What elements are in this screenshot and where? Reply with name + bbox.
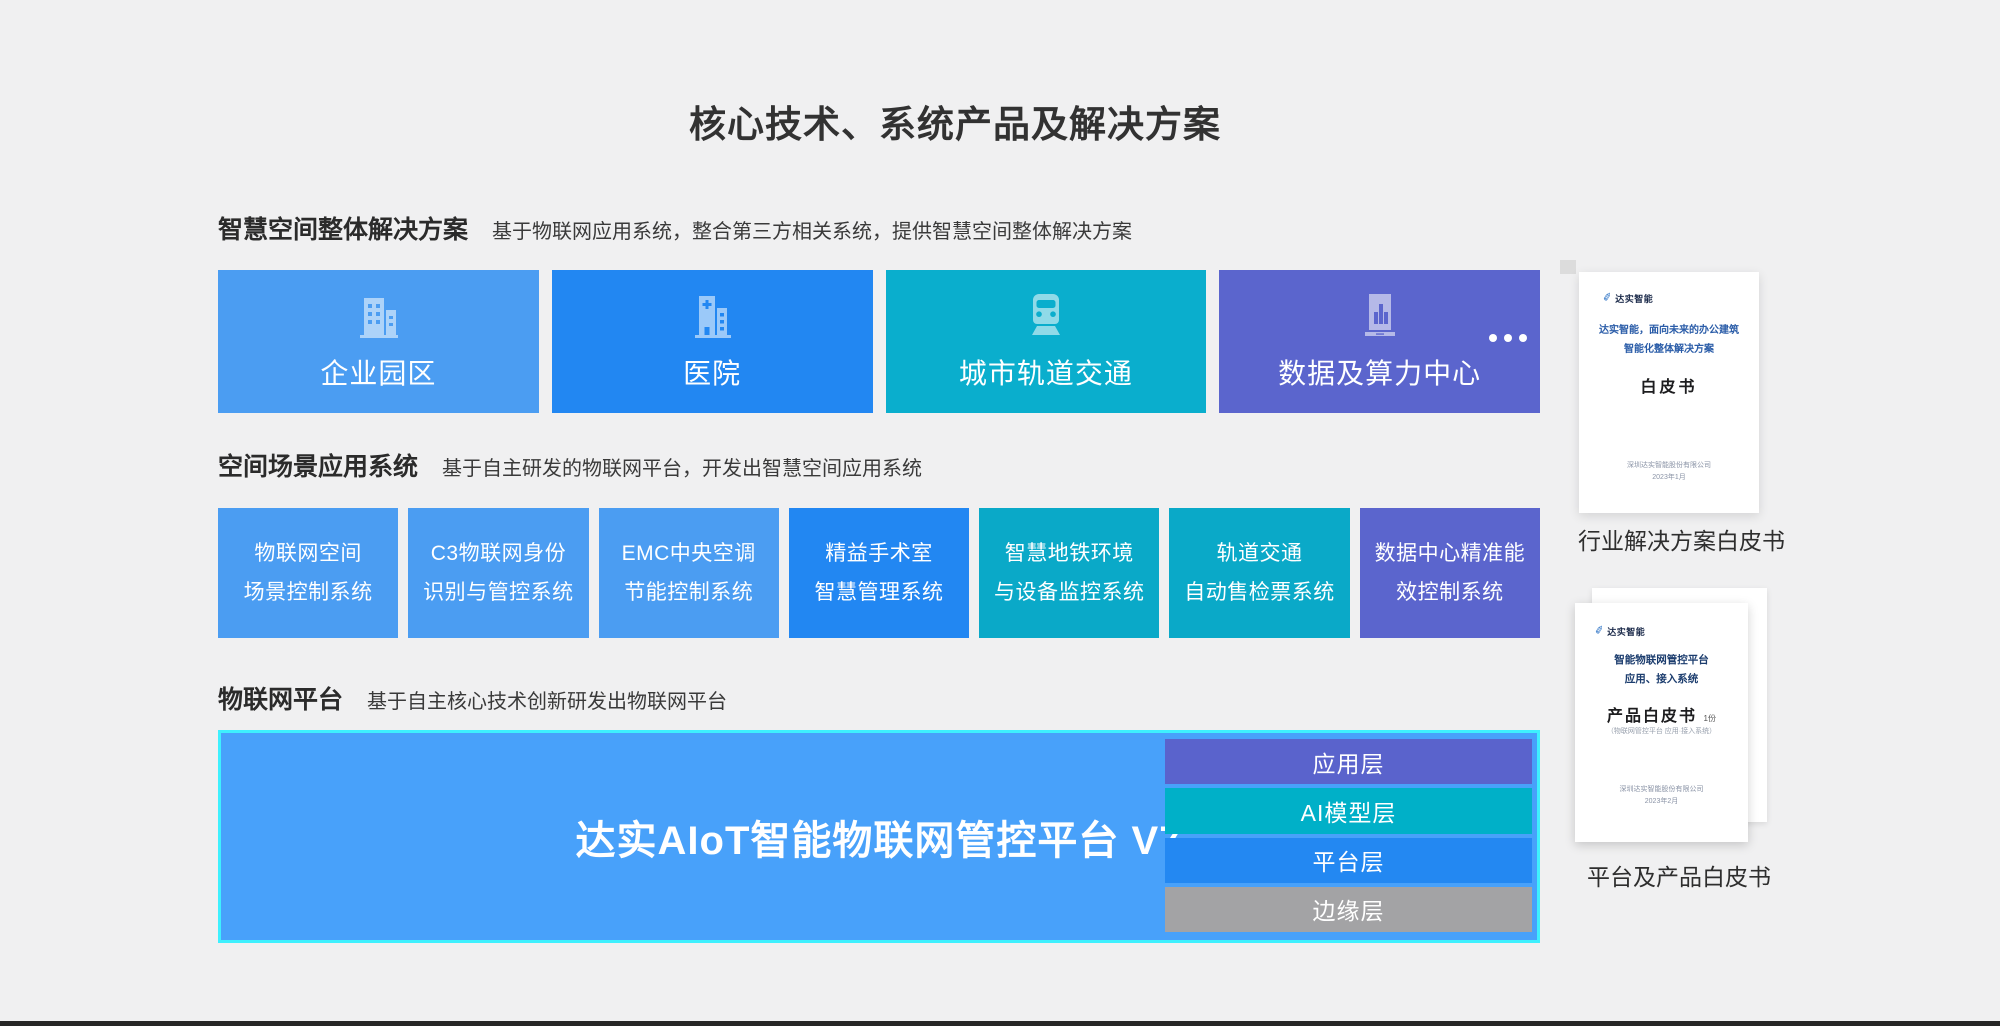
section-systems-title: 空间场景应用系统 xyxy=(218,453,419,481)
system-card-line2: 场景控制系统 xyxy=(243,581,373,604)
system-card-line2: 效控制系统 xyxy=(1396,581,1504,604)
whitepaper-industry-caption: 行业解决方案白皮书 xyxy=(1578,528,1785,554)
system-card-line2: 节能控制系统 xyxy=(624,581,754,604)
layer-edge: 边缘层 xyxy=(1165,886,1532,932)
solution-card-urban-rail[interactable]: 城市轨道交通 xyxy=(885,270,1207,413)
bottom-edge-bar xyxy=(0,1021,2000,1026)
system-card-line2: 智慧管理系统 xyxy=(814,581,944,604)
section-systems-header: 空间场景应用系统 基于自主研发的物联网平台，开发出智慧空间应用系统 xyxy=(218,447,922,483)
page-title: 核心技术、系统产品及解决方案 xyxy=(689,104,1221,145)
section-platform-title: 物联网平台 xyxy=(218,686,344,714)
ellipsis-icon xyxy=(1489,334,1527,342)
hospital-icon xyxy=(686,292,738,340)
doc-cover-footer: 深圳达实智能股份有限公司 2023年2月 xyxy=(1619,786,1704,805)
system-card-line1: 精益手术室 xyxy=(825,542,933,565)
doc-cover-footer: 深圳达实智能股份有限公司 2023年1月 xyxy=(1627,462,1711,481)
company-logo: ✐ 达实智能 xyxy=(1593,624,1646,638)
solution-card-label: 城市轨道交通 xyxy=(958,357,1133,389)
section-platform-subtitle: 基于自主核心技术创新研发出物联网平台 xyxy=(367,691,728,713)
system-card-datacenter-efficiency[interactable]: 数据中心精准能 效控制系统 xyxy=(1359,508,1540,638)
doc-cover-heading: 白皮书 xyxy=(1640,379,1698,396)
logo-pen-icon: ✐ xyxy=(1593,624,1606,638)
office-building-icon xyxy=(352,292,404,340)
doc-cover-title: 达实智能，面向未来的办公建筑 智能化整体解决方案 xyxy=(1599,325,1739,355)
section-systems-subtitle: 基于自主研发的物联网平台，开发出智慧空间应用系统 xyxy=(442,458,923,480)
metro-train-icon xyxy=(1020,292,1072,340)
solution-card-label: 数据及算力中心 xyxy=(1278,357,1482,389)
system-card-line1: 智慧地铁环境 xyxy=(1004,542,1134,565)
system-card-line2: 识别与管控系统 xyxy=(423,581,574,604)
section-solutions-title: 智慧空间整体解决方案 xyxy=(218,216,469,244)
doc-cover-title: 智能物联网管控平台 应用、接入系统 xyxy=(1614,654,1709,685)
logo-text: 达实智能 xyxy=(1615,294,1654,304)
platform-name: 达实AIoT智能物联网管控平台 V7 xyxy=(575,818,1183,863)
logo-pen-icon: ✐ xyxy=(1601,291,1614,305)
system-card-rail-ticketing[interactable]: 轨道交通 自动售检票系统 xyxy=(1169,508,1350,638)
doc-cover-heading: 产品白皮书 1份 xyxy=(1607,708,1716,725)
system-card-line1: 数据中心精准能 xyxy=(1374,542,1526,565)
system-card-line2: 与设备监控系统 xyxy=(994,581,1145,604)
layer-application: 应用层 xyxy=(1165,739,1532,785)
layer-platform: 平台层 xyxy=(1165,837,1532,883)
iot-platform-box: 达实AIoT智能物联网管控平台 V7 应用层 AI模型层 平台层 边缘层 xyxy=(218,730,1540,943)
whitepaper-product-doc[interactable]: ✐ 达实智能 智能物联网管控平台 应用、接入系统 产品白皮书 1份 （物联网管控… xyxy=(1575,603,1748,842)
whitepaper-industry-doc[interactable]: ✐ 达实智能 达实智能，面向未来的办公建筑 智能化整体解决方案 白皮书 深圳达实… xyxy=(1579,272,1759,513)
system-card-line1: 轨道交通 xyxy=(1216,542,1303,565)
section-platform-header: 物联网平台 基于自主核心技术创新研发出物联网平台 xyxy=(218,680,727,716)
solutions-card-row: 企业园区 医院 城市轨道交通 数据及算力中心 xyxy=(218,270,1540,413)
solution-card-data-center[interactable]: 数据及算力中心 xyxy=(1219,270,1540,413)
system-card-line2: 自动售检票系统 xyxy=(1184,581,1335,604)
system-card-emc-hvac[interactable]: EMC中央空调 节能控制系统 xyxy=(598,508,779,638)
platform-layers: 应用层 AI模型层 平台层 边缘层 xyxy=(1165,739,1532,932)
solution-card-label: 企业园区 xyxy=(320,357,437,389)
solution-card-enterprise-park[interactable]: 企业园区 xyxy=(218,270,539,413)
systems-card-row: 物联网空间 场景控制系统 C3物联网身份 识别与管控系统 EMC中央空调 节能控… xyxy=(218,508,1540,638)
solution-card-hospital[interactable]: 医院 xyxy=(551,270,873,413)
doc-heading-suffix: 1份 xyxy=(1703,714,1716,723)
system-card-lean-operating-room[interactable]: 精益手术室 智慧管理系统 xyxy=(788,508,970,638)
doc-cover-subheading: （物联网管控平台 应用·接入系统） xyxy=(1606,728,1717,735)
section-solutions-header: 智慧空间整体解决方案 基于物联网应用系统，整合第三方相关系统，提供智慧空间整体解… xyxy=(218,210,1132,246)
system-card-c3-identity[interactable]: C3物联网身份 识别与管控系统 xyxy=(408,508,589,638)
solution-card-label: 医院 xyxy=(683,357,742,389)
data-center-icon xyxy=(1354,292,1406,340)
company-logo: ✐ 达实智能 xyxy=(1601,291,1654,305)
layer-ai-model: AI模型层 xyxy=(1165,788,1532,834)
whitepaper-product-caption: 平台及产品白皮书 xyxy=(1587,864,1771,890)
system-card-line1: 物联网空间 xyxy=(254,542,362,565)
system-card-line1: C3物联网身份 xyxy=(430,542,567,565)
doc-shadow-corner xyxy=(1560,260,1576,274)
section-solutions-subtitle: 基于物联网应用系统，整合第三方相关系统，提供智慧空间整体解决方案 xyxy=(492,221,1133,243)
logo-text: 达实智能 xyxy=(1607,627,1646,637)
system-card-iot-space-scene[interactable]: 物联网空间 场景控制系统 xyxy=(218,508,399,638)
system-card-smart-metro-env[interactable]: 智慧地铁环境 与设备监控系统 xyxy=(979,508,1160,638)
system-card-line1: EMC中央空调 xyxy=(621,542,756,565)
